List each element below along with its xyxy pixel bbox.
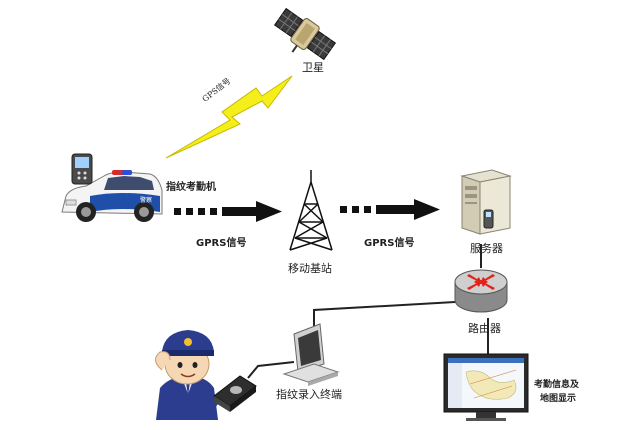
server-icon (460, 169, 512, 235)
gprs-signal-left-label: GPRS信号 (196, 238, 247, 249)
router-icon (454, 269, 508, 313)
attendance-display-label-line2: 地图显示 (540, 394, 577, 404)
server-label: 服务器 (470, 242, 503, 255)
attendance-display-monitor-icon (443, 353, 529, 421)
attendance-display-label-line1: 考勤信息及 (534, 380, 580, 390)
lightning-icon (165, 75, 293, 159)
mobile-base-station-label: 移动基站 (288, 262, 332, 275)
terminal-scanner-link (247, 361, 295, 379)
fingerprint-terminal-computer-icon (282, 323, 340, 386)
fingerprint-attendance-machine-label: 指纹考勤机 (166, 182, 216, 193)
base-station-tower-icon (289, 170, 333, 251)
gprs-arrow-left (174, 201, 282, 222)
gprs-arrow-right (340, 199, 440, 220)
router-terminal-link (313, 301, 456, 330)
fingerprint-terminal-label: 指纹录入终端 (276, 388, 342, 401)
handheld-attendance-device-icon (71, 153, 93, 185)
satellite-label: 卫星 (302, 61, 324, 74)
satellite-icon (273, 7, 337, 61)
police-car-icon: 警察 (61, 170, 163, 222)
router-label: 路由器 (468, 322, 501, 335)
fingerprint-scanner-icon (213, 375, 257, 412)
connection-lines (247, 244, 489, 379)
gprs-signal-right-label: GPRS信号 (364, 238, 415, 249)
police-officer-icon (155, 330, 221, 420)
car-door-text: 警察 (140, 196, 152, 204)
